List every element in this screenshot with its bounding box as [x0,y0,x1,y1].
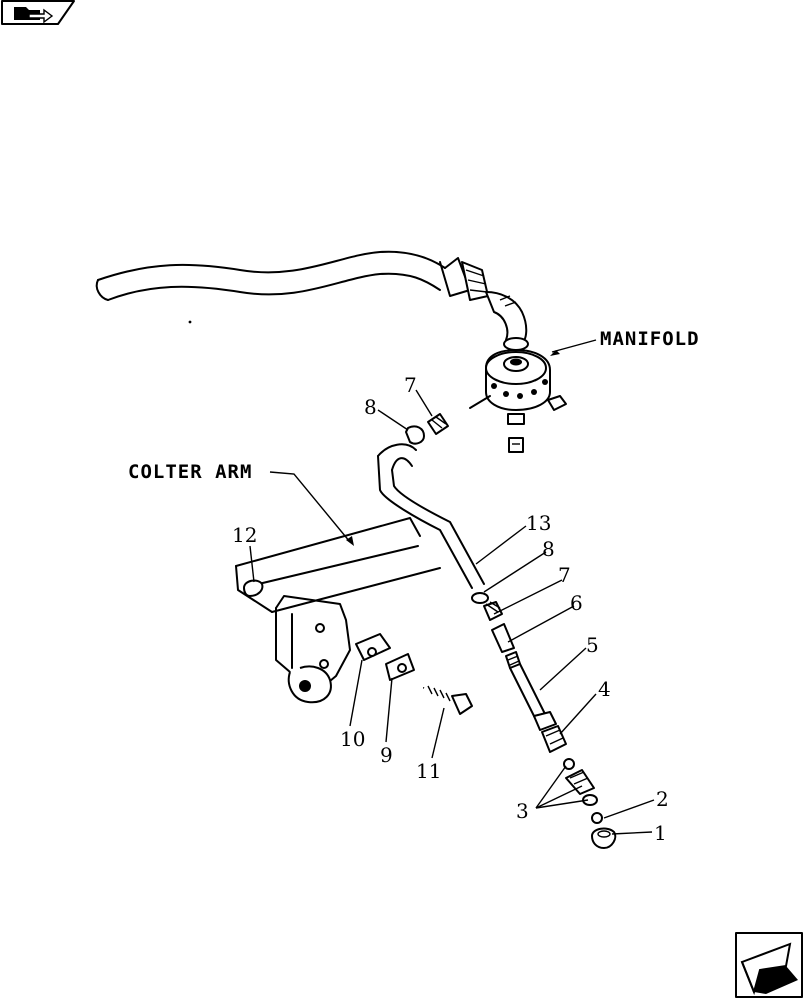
manifold-assembly [405,349,567,453]
clip-9 [385,653,415,681]
part-number-4: 4 [598,677,611,701]
part-number-1: 1 [654,821,667,845]
colter-arm [235,517,441,704]
nut-12 [243,579,264,597]
fitting-stack [471,592,617,849]
part-number-12: 12 [232,523,257,547]
colter-arm-label: COLTER ARM [128,461,252,483]
bolt-11 [423,685,473,715]
part-number-6: 6 [570,591,583,615]
part-number-5: 5 [586,633,599,657]
next-page-arrow-icon[interactable] [735,932,803,998]
part-number-3: 3 [516,799,529,823]
part-number-2: 2 [656,787,669,811]
tube-13 [377,443,485,589]
part-number-13: 13 [526,511,551,535]
part-number-8-upper: 8 [364,395,377,419]
part-number-7-upper: 7 [404,373,417,397]
part-number-11: 11 [416,759,441,783]
part-number-8: 8 [542,537,555,561]
hose [95,250,529,351]
part-number-10: 10 [340,727,365,751]
manifold-label: MANIFOLD [600,328,700,350]
part-number-7: 7 [558,563,571,587]
leader-lines [249,339,655,835]
part-number-9: 9 [380,743,393,767]
folder-back-icon[interactable] [1,0,75,25]
clip-10 [355,633,391,661]
